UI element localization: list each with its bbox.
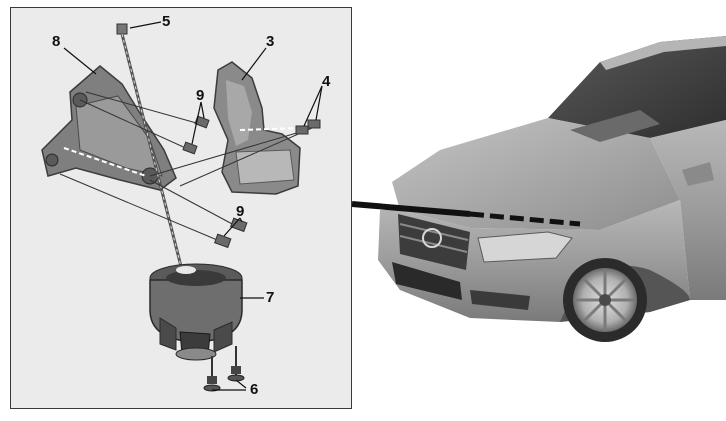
roof-edge — [600, 36, 726, 70]
callout-9-lower: 9 — [236, 203, 245, 220]
side-mirror — [682, 162, 714, 186]
hood — [392, 118, 680, 230]
heat-shield — [213, 61, 301, 195]
bolts-upper — [79, 91, 210, 155]
callout-4: 4 — [322, 73, 331, 90]
callout-7: 7 — [266, 289, 275, 306]
car-body — [378, 36, 726, 342]
callout-5: 5 — [162, 13, 171, 30]
bolts-right — [149, 119, 321, 187]
long-bolt — [116, 23, 188, 287]
callout-9-upper: 9 — [196, 87, 205, 104]
callout-3: 3 — [266, 33, 275, 50]
windshield — [548, 36, 726, 138]
emblem-icon — [422, 228, 442, 248]
headlight — [477, 231, 573, 263]
leader-lines — [63, 21, 323, 391]
fog-light — [470, 290, 530, 310]
location-pointer — [351, 201, 581, 227]
callout-8: 8 — [52, 33, 61, 50]
callout-6: 6 — [250, 381, 259, 398]
engine-mount — [149, 263, 243, 361]
engine-bracket — [41, 65, 177, 191]
bolts-lower — [59, 173, 248, 249]
lower-intake — [392, 262, 462, 300]
